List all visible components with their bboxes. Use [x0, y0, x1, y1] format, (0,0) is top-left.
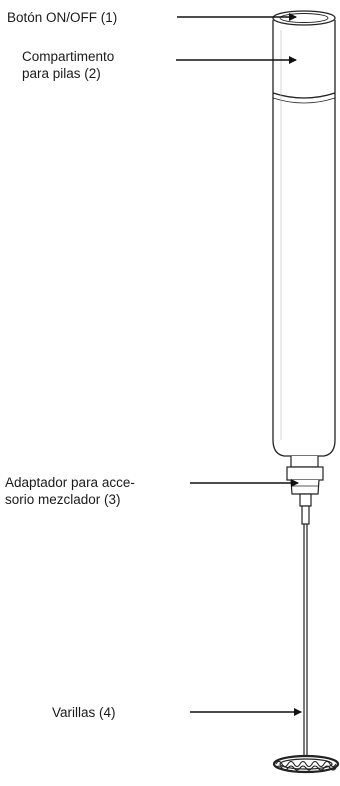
- label-mixer-adapter-line-1: Adaptador para acce-: [5, 475, 135, 490]
- label-battery-compartment: Compartimento para pilas (2): [22, 48, 114, 82]
- label-mixer-adapter: Adaptador para acce- sorio mezclador (3): [5, 474, 135, 508]
- label-on-off-button-text: Botón ON/OFF (1): [7, 10, 118, 25]
- label-battery-compartment-line-1: Compartimento: [22, 49, 115, 64]
- label-mixer-adapter-line-2: sorio mezclador (3): [5, 492, 121, 507]
- whisk-coil-head: [272, 754, 340, 774]
- label-battery-compartment-line-2: para pilas (2): [22, 66, 101, 81]
- frother-handle: [272, 10, 336, 457]
- label-whisk-text: Varillas (4): [52, 705, 116, 720]
- mixer-adapter: [286, 456, 324, 525]
- label-on-off-button: Botón ON/OFF (1): [7, 9, 117, 26]
- whisk-shaft: [303, 524, 308, 756]
- label-whisk: Varillas (4): [52, 704, 116, 721]
